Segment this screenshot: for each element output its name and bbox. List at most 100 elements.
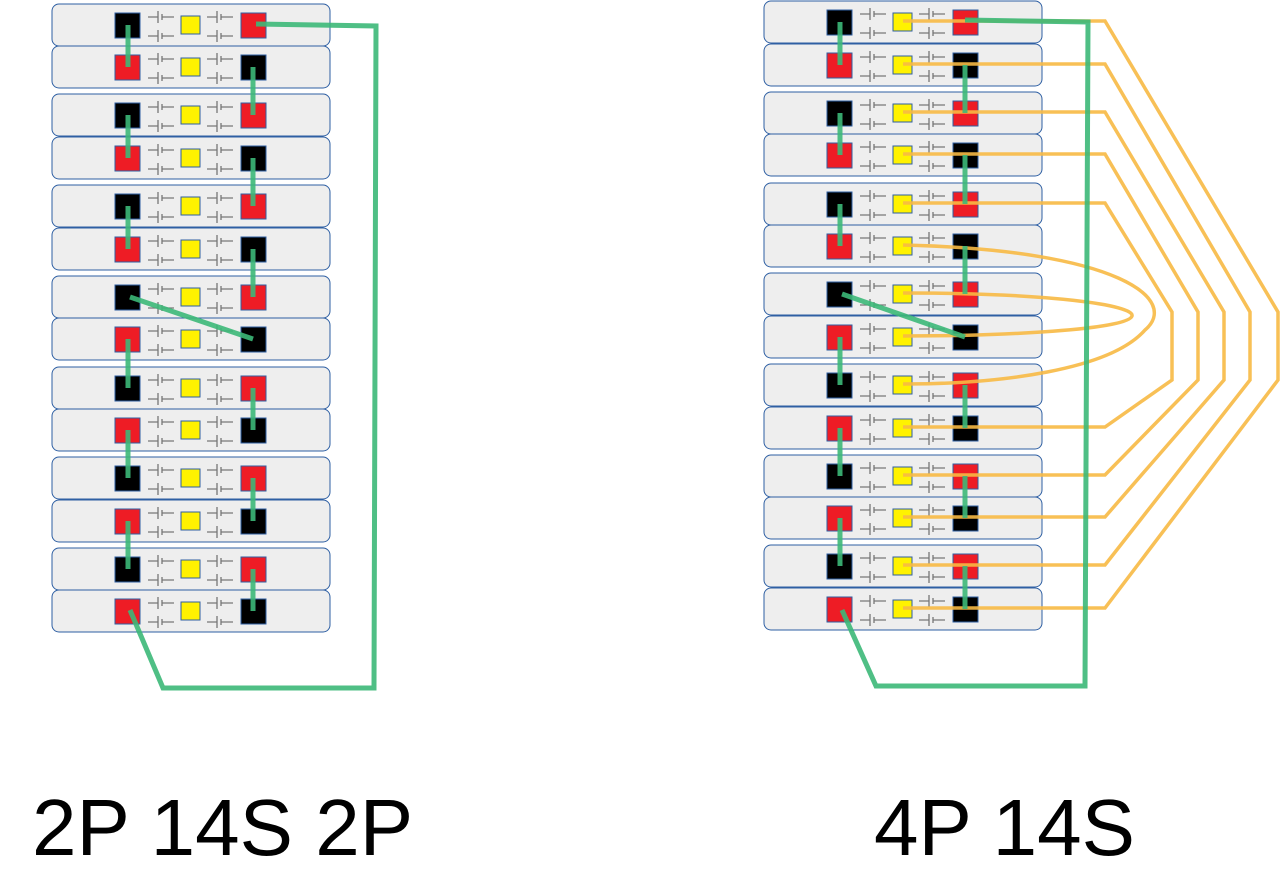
battery-cell-icon: [860, 251, 886, 263]
battery-cell-icon: [860, 51, 886, 63]
battery-cell-icon: [207, 393, 233, 405]
battery-cell-icon: [148, 374, 174, 386]
battery-cell-icon: [207, 616, 233, 628]
battery-module: [51, 93, 331, 137]
battery-cell-icon: [919, 99, 945, 111]
battery-module: [51, 408, 331, 452]
battery-cell-icon: [207, 53, 233, 65]
battery-cell-icon: [148, 464, 174, 476]
battery-cell-icon: [148, 507, 174, 519]
battery-cell-icon: [207, 526, 233, 538]
battery-cell-icon: [919, 552, 945, 564]
battery-cell-icon: [860, 280, 886, 292]
left-pack-caption: 2P 14S 2P: [32, 783, 414, 872]
battery-module: [51, 317, 331, 361]
battery-cell-icon: [148, 120, 174, 132]
battery-cell-icon: [919, 190, 945, 202]
battery-cell-icon: [860, 8, 886, 20]
battery-cell-icon: [919, 571, 945, 583]
balance-connector: [180, 239, 201, 259]
battery-module: [51, 184, 331, 228]
battery-cell-icon: [207, 235, 233, 247]
battery-cell-icon: [860, 504, 886, 516]
battery-cell-icon: [207, 254, 233, 266]
series-wiring: [125, 17, 1091, 691]
battery-cell-icon: [860, 70, 886, 82]
battery-cell-icon: [148, 211, 174, 223]
battery-module: [51, 547, 331, 591]
battery-cell-icon: [207, 144, 233, 156]
battery-cell-icon: [919, 70, 945, 82]
battery-cell-icon: [148, 101, 174, 113]
balance-connector: [180, 287, 201, 307]
battery-cell-icon: [919, 433, 945, 445]
battery-cell-icon: [919, 51, 945, 63]
parallel-link: [903, 110, 1226, 519]
battery-cell-icon: [919, 27, 945, 39]
battery-module: [51, 45, 331, 89]
battery-cell-icon: [860, 27, 886, 39]
battery-cell-icon: [148, 526, 174, 538]
positive-terminal: [826, 596, 853, 623]
series-link: [841, 291, 966, 340]
balance-connector: [180, 148, 201, 168]
battery-cell-icon: [860, 118, 886, 130]
battery-cell-icon: [860, 595, 886, 607]
battery-cell-icon: [207, 163, 233, 175]
battery-cell-icon: [148, 235, 174, 247]
battery-cell-icon: [919, 342, 945, 354]
battery-cell-icon: [148, 416, 174, 428]
right-pack-caption: 4P 14S: [874, 783, 1135, 872]
battery-cell-icon: [207, 483, 233, 495]
battery-cell-icon: [207, 464, 233, 476]
battery-module: [51, 136, 331, 180]
battery-cell-icon: [148, 483, 174, 495]
battery-cell-icon: [860, 342, 886, 354]
battery-cell-icon: [148, 144, 174, 156]
balance-connector: [180, 468, 201, 488]
battery-cell-icon: [919, 414, 945, 426]
battery-cell-icon: [919, 595, 945, 607]
battery-cell-icon: [860, 481, 886, 493]
battery-module: [51, 227, 331, 271]
main-series-lead: [839, 17, 1091, 689]
balance-connector: [180, 559, 201, 579]
battery-cell-icon: [919, 390, 945, 402]
battery-cell-icon: [148, 393, 174, 405]
balance-connector: [180, 329, 201, 349]
balance-connector: [180, 420, 201, 440]
battery-cell-icon: [919, 323, 945, 335]
negative-terminal: [240, 417, 267, 444]
negative-terminal: [240, 326, 267, 353]
battery-cell-icon: [148, 555, 174, 567]
battery-cell-icon: [207, 344, 233, 356]
battery-cell-icon: [860, 190, 886, 202]
balance-connector: [180, 601, 201, 621]
positive-terminal: [240, 193, 267, 220]
battery-cell-icon: [148, 11, 174, 23]
battery-cell-icon: [148, 72, 174, 84]
battery-cell-icon: [148, 574, 174, 586]
battery-cell-icon: [919, 614, 945, 626]
battery-cell-icon: [919, 462, 945, 474]
battery-cell-icon: [860, 571, 886, 583]
balance-connector: [180, 196, 201, 216]
battery-cell-icon: [148, 597, 174, 609]
battery-cell-icon: [860, 141, 886, 153]
battery-cell-icon: [860, 160, 886, 172]
battery-cell-icon: [148, 254, 174, 266]
balance-connector: [180, 105, 201, 125]
battery-cell-icon: [148, 192, 174, 204]
parallel-link: [903, 152, 1200, 477]
battery-cell-icon: [207, 72, 233, 84]
battery-module: [51, 589, 331, 633]
battery-cell-icon: [207, 574, 233, 586]
battery-cell-icon: [207, 435, 233, 447]
battery-cell-icon: [919, 118, 945, 130]
battery-cell-icon: [860, 523, 886, 535]
negative-terminal: [952, 324, 979, 351]
battery-module: [51, 499, 331, 543]
battery-cell-icon: [860, 209, 886, 221]
battery-cell-icon: [207, 416, 233, 428]
